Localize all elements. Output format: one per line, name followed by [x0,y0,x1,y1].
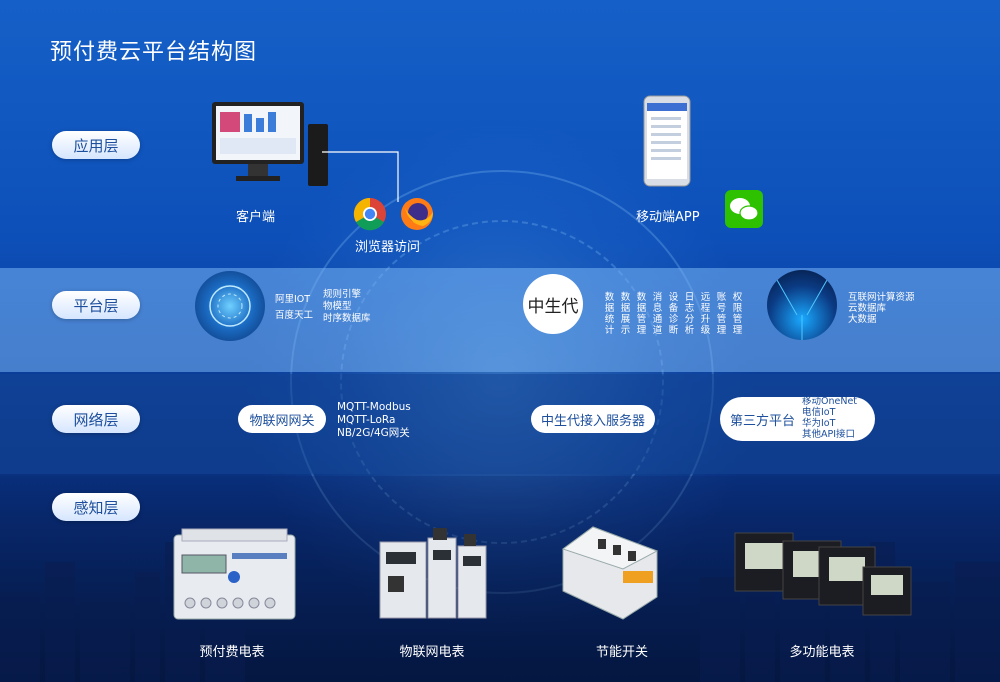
brand-label: 中生代 [527,296,579,317]
protocol-3: NB/2G/4G网关 [337,427,410,439]
third-api-3: 华为IoT [802,418,836,429]
module-7: 远程升级 [700,292,711,336]
connector-line [322,151,399,202]
wechat-icon [725,190,763,228]
layer-application: 应用层 [52,131,140,159]
third-api-4: 其他API接口 [802,429,856,440]
device-label-iot-meter: 物联网电表 [399,645,465,660]
iot-meter-image [379,528,487,619]
module-5: 设备诊断 [668,292,679,336]
device-label-multifunction-meter: 多功能电表 [789,645,855,660]
module-9: 权限管理 [732,292,743,336]
layer-platform: 平台层 [52,291,140,319]
desktop-computer-icon [212,102,328,186]
module-6: 日志分析 [684,292,695,336]
layer-perception: 感知层 [52,493,140,521]
cloud-feature-3: 时序数据库 [323,313,371,324]
protocol-2: MQTT-LoRa [337,414,396,426]
module-8: 账号管理 [716,292,727,336]
module-3: 数据管理 [636,292,647,336]
third-platform-label: 第三方平台 [730,413,796,429]
module-4: 消息通道 [652,292,663,336]
cloud-feature-1: 规则引擎 [323,289,362,300]
layer-network: 网络层 [52,405,140,433]
page-title: 预付费云平台结构图 [50,40,258,65]
third-platform-pill: 第三方平台 [720,397,875,441]
smartphone-icon [643,95,691,187]
browser-label: 浏览器访问 [355,240,421,255]
prepaid-meter-image [173,528,296,620]
module-1: 数据统计 [604,292,615,336]
module-2: 数据展示 [620,292,631,336]
energy-switch-image [561,526,659,620]
ai-hand-image [195,271,265,341]
data-center-image [767,270,837,340]
brand-circle: 中生代 [523,274,583,334]
cloud-feature-2: 物模型 [323,301,352,312]
device-label-energy-switch: 节能开关 [595,645,648,660]
cloud-provider-1: 阿里IOT [275,294,311,305]
access-server-pill: 中生代接入服务器 [531,405,655,433]
mobile-app-label: 移动端APP [636,210,700,225]
cloud-provider-2: 百度天工 [275,310,314,321]
third-api-1: 移动OneNet [802,396,858,407]
third-resource-2: 云数据库 [848,303,887,314]
device-label-prepaid-meter: 预付费电表 [199,645,265,660]
third-resource-1: 互联网计算资源 [848,292,915,303]
third-api-2: 电信IoT [802,407,836,418]
iot-gateway-pill: 物联网网关 [238,405,326,433]
protocol-1: MQTT-Modbus [337,401,411,413]
chrome-icon [353,197,386,231]
client-label: 客户端 [236,210,276,225]
multifunction-meter-image [734,532,912,616]
third-resource-3: 大数据 [848,314,877,325]
firefox-icon [401,198,433,230]
